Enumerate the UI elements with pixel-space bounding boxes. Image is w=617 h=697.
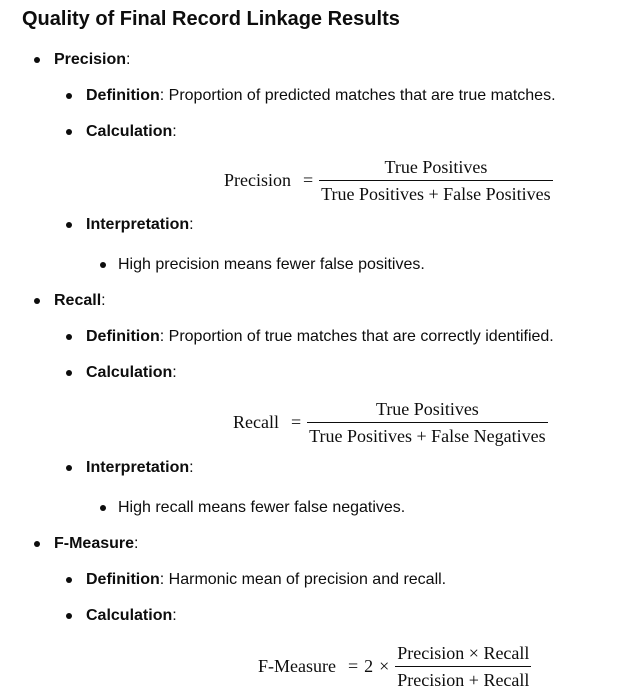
recall-denominator: True Positives + False Negatives [307, 422, 548, 446]
recall-definition-label: Definition [86, 328, 160, 345]
bullet-fmeasure [34, 541, 40, 547]
bullet-recall [34, 298, 40, 304]
fmeasure-definition-text: : Harmonic mean of precision and recall. [159, 571, 447, 588]
recall-formula-lhs: Recall [233, 412, 279, 432]
recall-fraction: True Positives True Positives + False Ne… [307, 399, 548, 446]
precision-heading: Precision: [54, 50, 130, 70]
colon: : [189, 459, 194, 476]
bullet-recall-interpretation [66, 465, 72, 471]
precision-definition-label: Definition [86, 87, 160, 104]
colon: : [172, 607, 177, 624]
bullet-fmeasure-calculation [66, 613, 72, 619]
precision-heading-label: Precision [54, 51, 127, 68]
precision-interpretation: Interpretation: [86, 215, 194, 235]
fmeasure-definition: Definition: Harmonic mean of precision a… [86, 570, 446, 590]
fmeasure-heading: F-Measure: [54, 534, 138, 554]
recall-interpretation-text: High recall means fewer false negatives. [118, 499, 406, 516]
page-title: Quality of Final Record Linkage Results [22, 8, 400, 30]
bullet-precision [34, 57, 40, 63]
precision-formula: Precision = True Positives True Positive… [224, 157, 553, 204]
fmeasure-formula: F-Measure = 2 × Precision × Recall Preci… [258, 643, 532, 690]
fmeasure-heading-label: F-Measure [54, 535, 135, 552]
bullet-fmeasure-definition [66, 577, 72, 583]
colon: : [101, 292, 106, 309]
recall-calculation-label: Calculation [86, 364, 173, 381]
precision-calculation-label: Calculation [86, 123, 173, 140]
recall-numerator: True Positives [375, 399, 479, 419]
colon: : [172, 364, 177, 381]
fmeasure-coefficient: 2 [364, 656, 374, 676]
fmeasure-formula-lhs: F-Measure [258, 656, 336, 676]
bullet-recall-calculation [66, 370, 72, 376]
bullet-precision-definition [66, 93, 72, 99]
colon: : [172, 123, 177, 140]
precision-interpretation-text: High precision means fewer false positiv… [118, 256, 425, 273]
fmeasure-calculation: Calculation: [86, 606, 177, 626]
fmeasure-calculation-label: Calculation [86, 607, 173, 624]
recall-heading-label: Recall [54, 292, 102, 309]
precision-definition: Definition: Proportion of predicted matc… [86, 86, 556, 106]
precision-definition-text: : Proportion of predicted matches that a… [159, 87, 556, 104]
times-sign: × [379, 656, 390, 676]
recall-interpretation: Interpretation: [86, 458, 194, 478]
bullet-precision-calculation [66, 129, 72, 135]
colon: : [134, 535, 139, 552]
precision-calculation: Calculation: [86, 122, 177, 142]
recall-heading: Recall: [54, 291, 106, 311]
precision-formula-lhs: Precision [224, 170, 291, 190]
bullet-precision-interpretation [66, 222, 72, 228]
fmeasure-numerator: Precision × Recall [397, 643, 530, 663]
bullet-precision-interpretation-text [100, 262, 106, 268]
fmeasure-definition-label: Definition [86, 571, 160, 588]
recall-definition: Definition: Proportion of true matches t… [86, 327, 554, 347]
precision-numerator: True Positives [384, 157, 488, 177]
precision-denominator: True Positives + False Positives [319, 180, 553, 204]
equals-sign: = [347, 656, 359, 676]
equals-sign: = [290, 412, 302, 432]
equals-sign: = [303, 170, 314, 190]
bullet-recall-interpretation-text [100, 505, 106, 511]
recall-formula: Recall = True Positives True Positives +… [233, 399, 548, 446]
precision-fraction: True Positives True Positives + False Po… [319, 157, 553, 204]
recall-calculation: Calculation: [86, 363, 177, 383]
fmeasure-denominator: Precision + Recall [395, 666, 532, 690]
colon: : [189, 216, 194, 233]
colon: : [126, 51, 131, 68]
precision-interpretation-label: Interpretation [86, 216, 190, 233]
recall-interpretation-label: Interpretation [86, 459, 190, 476]
fmeasure-fraction: Precision × Recall Precision + Recall [395, 643, 532, 690]
recall-definition-text: : Proportion of true matches that are co… [159, 328, 554, 345]
bullet-recall-definition [66, 334, 72, 340]
